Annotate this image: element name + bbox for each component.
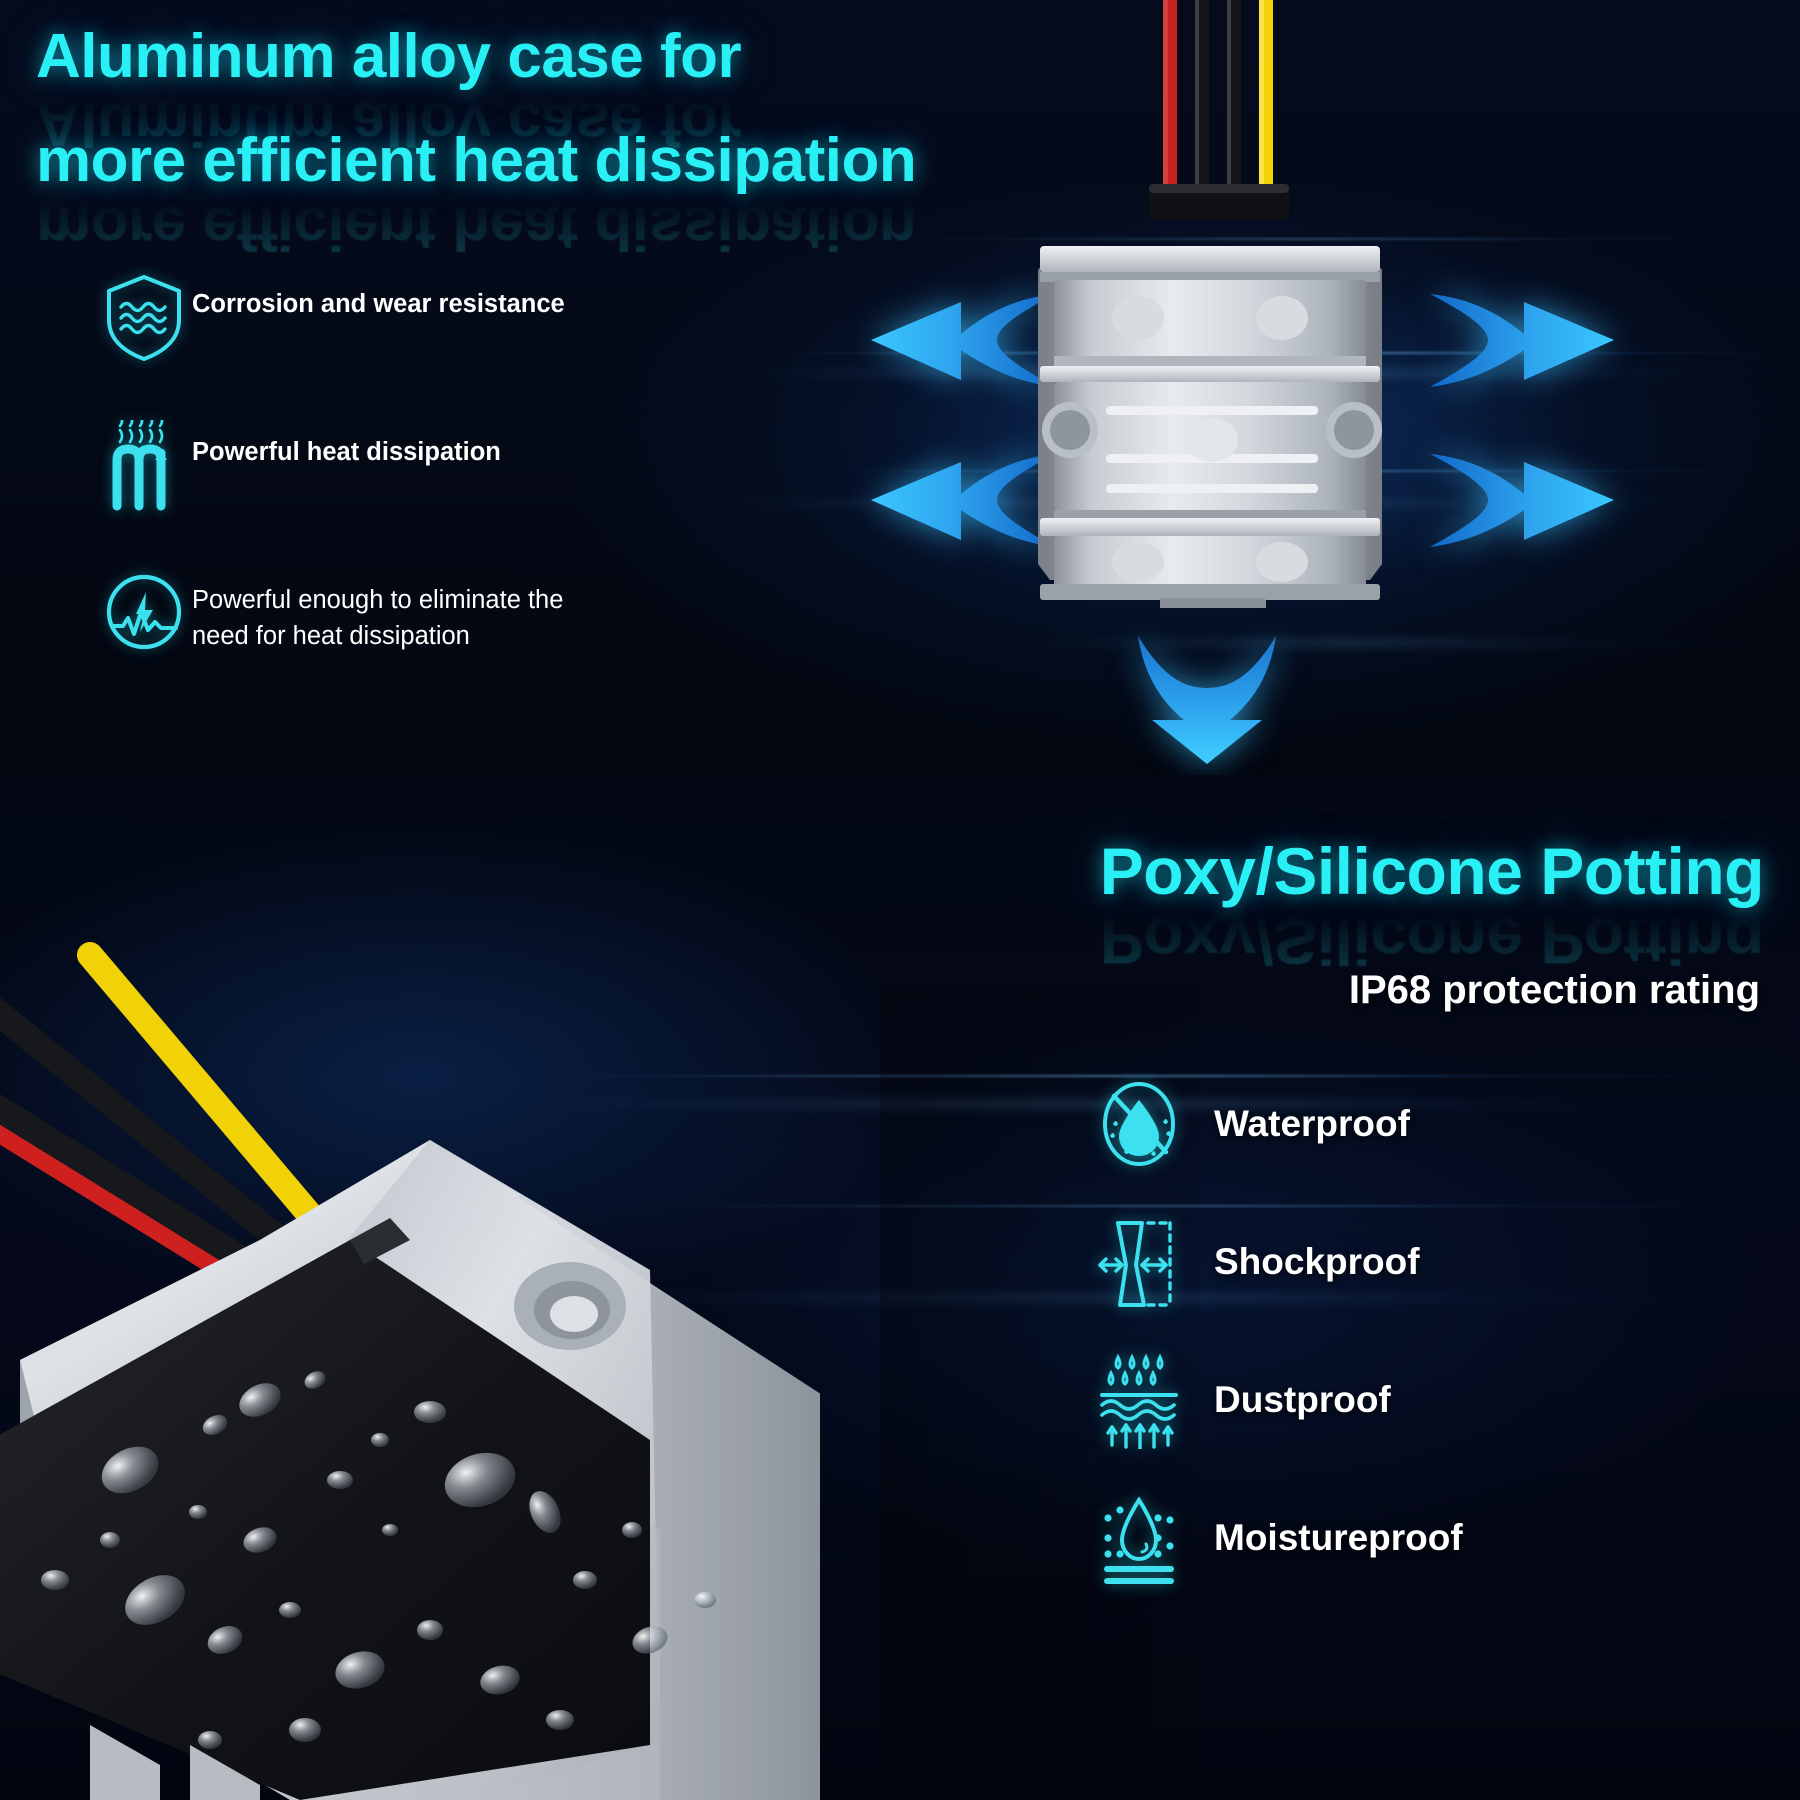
- heating-coil-icon: [96, 420, 192, 512]
- proof-item-shockproof: Shockproof: [1064, 1193, 1764, 1331]
- converter-wires-top: [1149, 0, 1289, 220]
- feature-label: Corrosion and wear resistance: [192, 290, 565, 318]
- proof-item-moistureproof: Moistureproof: [1064, 1469, 1764, 1607]
- feature-list: Corrosion and wear resistance: [96, 272, 716, 712]
- ip68-subtitle: IP68 protection rating: [1348, 968, 1760, 1012]
- feature-label-line2: need for heat dissipation: [192, 622, 470, 651]
- shock-vibration-icon: [1064, 1213, 1214, 1311]
- proof-item-dustproof: Dustproof: [1064, 1331, 1764, 1469]
- proof-label: Shockproof: [1214, 1241, 1420, 1282]
- proof-label: Dustproof: [1214, 1379, 1391, 1420]
- heat-arrow-left-upper: [871, 294, 1055, 387]
- power-waveform-icon: [96, 568, 192, 656]
- aluminum-converter-product: [1010, 218, 1410, 608]
- waterproof-converter-product: [0, 942, 820, 1800]
- shield-waves-icon: [96, 272, 192, 364]
- heat-arrow-right-lower: [1430, 454, 1614, 547]
- page-title-line2-reflection: more efficient heat dissipation: [36, 193, 917, 262]
- page-title-line1: Aluminum alloy case for: [36, 22, 742, 91]
- page-title-line2: more efficient heat dissipation: [36, 126, 917, 195]
- dust-barrier-icon: [1064, 1351, 1214, 1449]
- protection-feature-list: Waterproof Shockproof: [1064, 1055, 1764, 1607]
- feature-label: Powerful heat dissipation: [192, 438, 501, 466]
- heat-arrow-left-lower: [871, 454, 1055, 547]
- feature-item-corrosion: Corrosion and wear resistance: [96, 272, 716, 364]
- heat-arrow-right-upper: [1430, 294, 1614, 387]
- top-panel: Aluminum alloy case for Aluminum alloy c…: [0, 0, 1800, 775]
- feature-label-line1: Powerful enough to eliminate the: [192, 586, 564, 614]
- heat-arrow-down: [1138, 636, 1276, 764]
- potting-title: Poxy/Silicone Potting: [1099, 834, 1765, 908]
- proof-item-waterproof: Waterproof: [1064, 1055, 1764, 1193]
- proof-label: Waterproof: [1214, 1103, 1410, 1144]
- feature-item-heat-dissipation: Powerful heat dissipation: [96, 420, 716, 512]
- light-streak: [980, 640, 1800, 646]
- feature-label: Powerful enough to eliminate the need fo…: [192, 568, 563, 654]
- potting-title-reflection: Poxy/Silicone Potting: [1099, 904, 1764, 978]
- water-drop-slash-icon: [1064, 1078, 1214, 1170]
- proof-label: Moistureproof: [1214, 1517, 1463, 1558]
- moisture-barrier-icon: [1064, 1492, 1214, 1584]
- feature-item-no-heatsink: Powerful enough to eliminate the need fo…: [96, 568, 716, 656]
